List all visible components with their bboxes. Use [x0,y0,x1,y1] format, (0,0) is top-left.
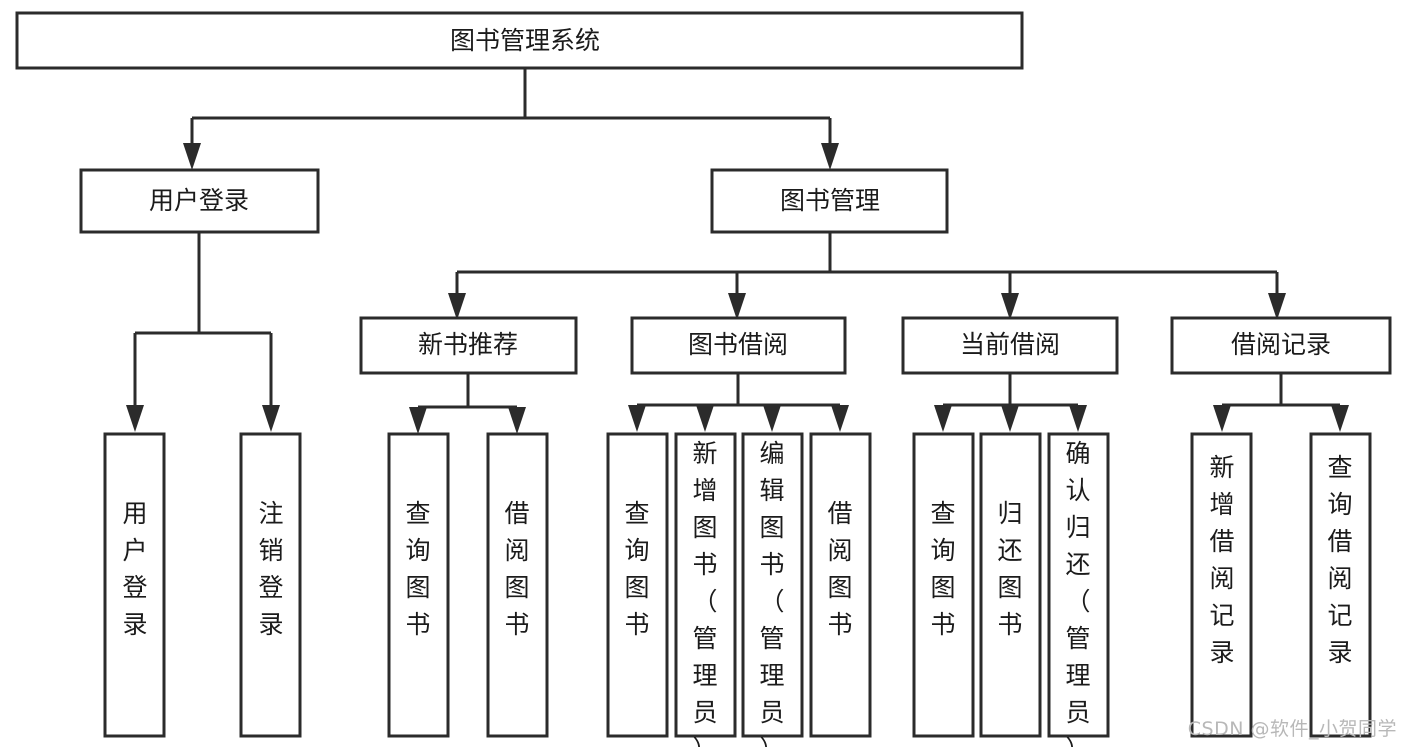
node-borrow-record-box[interactable] [1170,316,1392,375]
arrowhead-leaf-query-record [1331,405,1349,432]
connectors-user-login-to-leaves [126,232,280,432]
node-leaf-user-login-box[interactable] [103,432,166,738]
node-leaf-user-login[interactable]: 用户登录 [103,432,166,738]
arrowhead-leaf-return-book [1001,405,1019,432]
node-leaf-user-logout[interactable]: 注销登录 [239,432,302,738]
connectors-borrow-record-to-leaves [1213,373,1349,432]
arrowhead-book-borrow [728,293,746,320]
node-book-borrow-box[interactable] [630,316,847,375]
node-leaf-borrow-book-1-box[interactable] [486,432,549,738]
arrowhead-book-manage [821,143,839,170]
node-user-login[interactable]: 用户登录 [79,168,320,234]
node-root-box[interactable] [15,11,1024,70]
arrowhead-leaf-add-book [696,405,714,432]
node-leaf-user-logout-label: 注销登录 [258,499,283,639]
node-user-login-box[interactable] [79,168,320,234]
node-leaf-borrow-book-2-box[interactable] [809,432,872,738]
arrowhead-leaf-user-login [126,405,144,432]
arrowhead-leaf-borrow-book-1 [508,407,526,434]
arrowhead-new-book-recommend [448,293,466,320]
arrowhead-leaf-user-logout [262,405,280,432]
node-leaf-edit-book-label: 编辑图书（管理员） [759,439,784,747]
connectors-book-manage-to-level2 [448,232,1286,320]
node-leaf-query-book-1-box[interactable] [387,432,450,738]
node-leaf-confirm-return[interactable]: 确认归还（管理员） [1047,432,1110,747]
connectors-root-to-level1 [183,68,839,170]
connectors-book-borrow-to-leaves [628,373,849,432]
arrowhead-leaf-confirm-return [1069,405,1087,432]
node-leaf-add-record-box[interactable] [1190,432,1253,738]
node-current-borrow-label: 当前借阅 [960,330,1060,359]
arrowhead-leaf-edit-book [763,405,781,432]
connectors-current-borrow-to-leaves [934,373,1087,432]
arrowhead-current-borrow [1001,293,1019,320]
node-leaf-query-book-1-label: 查询图书 [405,499,430,639]
node-leaf-query-book-3-box[interactable] [912,432,975,738]
node-book-borrow[interactable]: 图书借阅 [630,316,847,375]
node-leaf-query-book-2[interactable]: 查询图书 [606,432,669,738]
node-leaf-query-book-3[interactable]: 查询图书 [912,432,975,738]
arrowhead-user-login [183,143,201,170]
node-leaf-add-book[interactable]: 新增图书（管理员） [674,432,737,747]
node-leaf-query-book-1[interactable]: 查询图书 [387,432,450,738]
node-leaf-confirm-return-label: 确认归还（管理员） [1065,439,1090,747]
node-new-book-recommend[interactable]: 新书推荐 [359,316,578,375]
node-leaf-user-login-label: 用户登录 [122,499,147,639]
node-leaf-query-record-box[interactable] [1309,432,1372,738]
node-leaf-query-record[interactable]: 查询借阅记录 [1309,432,1372,738]
node-leaf-borrow-book-1[interactable]: 借阅图书 [486,432,549,738]
node-user-login-label: 用户登录 [149,186,249,215]
node-leaf-add-book-box[interactable] [674,432,737,738]
arrowhead-leaf-query-book-1 [409,407,427,434]
node-leaf-query-book-3-label: 查询图书 [930,499,955,639]
node-leaf-borrow-book-2[interactable]: 借阅图书 [809,432,872,738]
watermark: CSDN @软件_小贺同学 [1187,718,1397,740]
node-root-label: 图书管理系统 [450,26,600,55]
node-leaf-add-book-label: 新增图书（管理员） [692,439,717,747]
node-leaf-borrow-book-1-label: 借阅图书 [504,499,529,639]
node-book-manage-box[interactable] [710,168,949,234]
arrowhead-leaf-borrow-book-2 [831,405,849,432]
node-leaf-add-record-label: 新增借阅记录 [1209,453,1234,667]
node-leaf-query-book-2-label: 查询图书 [624,499,649,639]
node-borrow-record-label: 借阅记录 [1231,330,1331,359]
node-current-borrow[interactable]: 当前借阅 [901,316,1119,375]
node-book-manage-label: 图书管理 [780,186,880,215]
node-new-book-recommend-label: 新书推荐 [418,330,518,359]
arrowhead-leaf-query-book-2 [628,405,646,432]
node-leaf-add-record[interactable]: 新增借阅记录 [1190,432,1253,738]
node-leaf-borrow-book-2-label: 借阅图书 [827,499,852,639]
node-root[interactable]: 图书管理系统 [15,11,1024,70]
node-leaf-edit-book[interactable]: 编辑图书（管理员） [741,432,804,747]
node-leaf-query-book-2-box[interactable] [606,432,669,738]
node-leaf-edit-book-box[interactable] [741,432,804,738]
node-leaf-user-logout-box[interactable] [239,432,302,738]
node-leaf-return-book-box[interactable] [979,432,1042,738]
arrowhead-borrow-record [1268,293,1286,320]
node-book-manage[interactable]: 图书管理 [710,168,949,234]
node-new-book-recommend-box[interactable] [359,316,578,375]
node-leaf-return-book-label: 归还图书 [997,499,1022,639]
node-book-borrow-label: 图书借阅 [688,330,788,359]
node-leaf-query-record-label: 查询借阅记录 [1327,453,1352,667]
node-current-borrow-box[interactable] [901,316,1119,375]
node-leaf-confirm-return-box[interactable] [1047,432,1110,738]
arrowhead-leaf-add-record [1213,405,1231,432]
arrowhead-leaf-query-book-3 [934,405,952,432]
node-borrow-record[interactable]: 借阅记录 [1170,316,1392,375]
connectors-new-book-recommend-to-leaves [409,373,526,434]
node-leaf-return-book[interactable]: 归还图书 [979,432,1042,738]
